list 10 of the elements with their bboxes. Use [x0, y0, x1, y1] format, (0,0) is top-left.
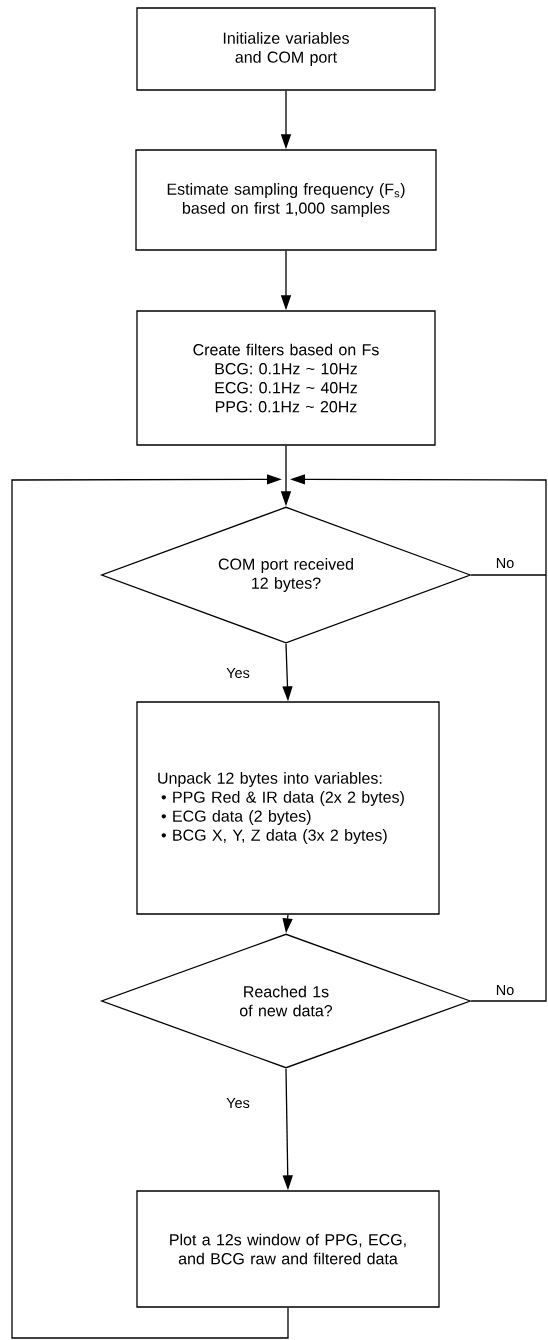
process-box: Initialize variables and COM port [136, 7, 436, 91]
process-box: Estimate sampling frequency (F$_{s}$) based on first 1,000 samples [135, 149, 437, 251]
process-box: Unpack 12 bytes into variables: • PPG Red & IR data (2x 2 bytes) • ECG data (2 bytes) • BCG X, Y, Z data (3x 2 bytes) [136, 701, 440, 915]
process-box: Plot a 12s window of PPG, ECG, and BCG raw and filtered data [136, 1190, 440, 1308]
arrow [11, 474, 289, 1339]
edge-label: Yes [225, 666, 251, 680]
edge-label: No [494, 983, 516, 997]
edge-label: Yes [225, 1096, 251, 1110]
edge-label: No [494, 556, 516, 570]
process-box: Create filters based on Fs BCG: 0.1Hz ~ 10Hz ECG: 0.1Hz ~ 40Hz PPG: 0.1Hz ~ 20Hz [136, 310, 436, 446]
